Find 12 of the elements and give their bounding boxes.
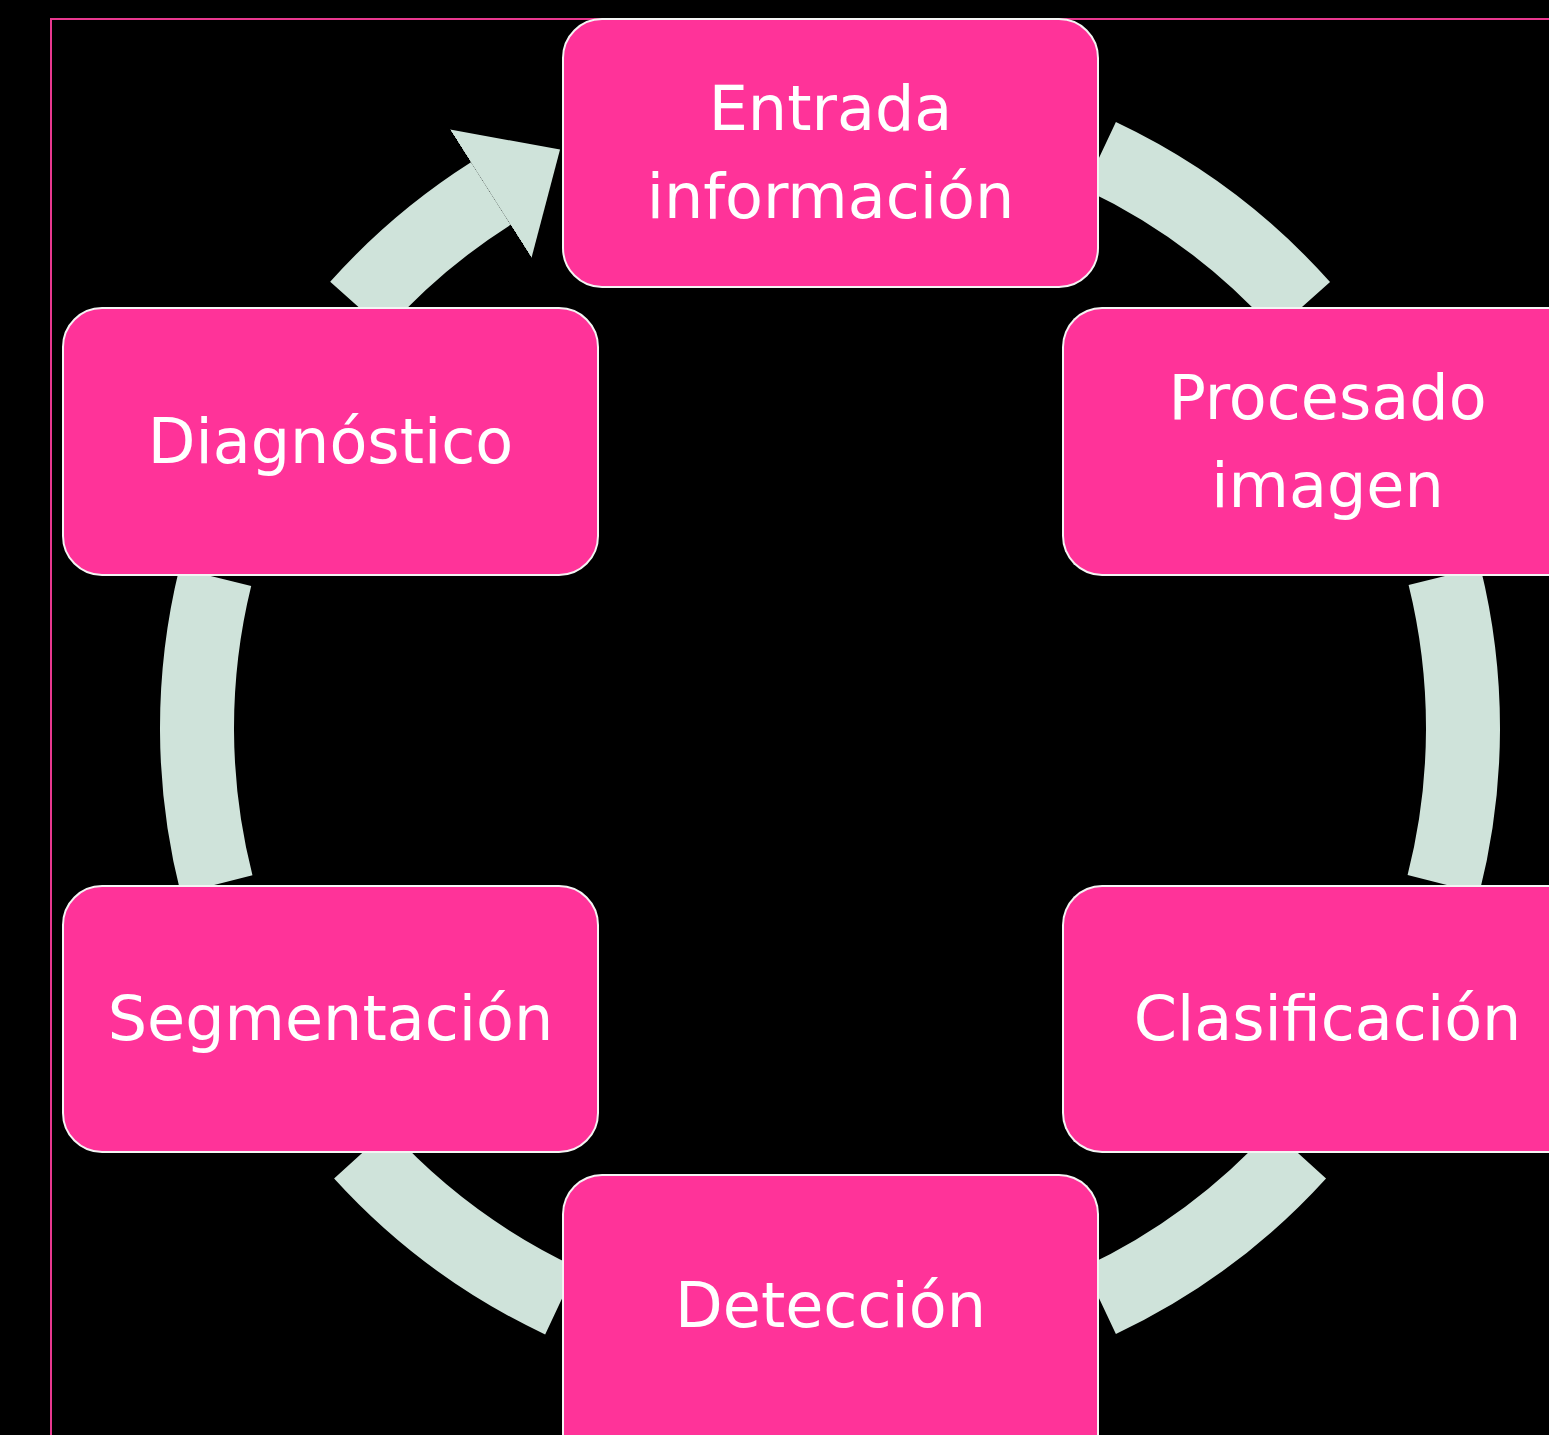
process-box bbox=[562, 18, 1099, 288]
process-box bbox=[1062, 885, 1549, 1153]
step-label: Procesado imagen bbox=[1167, 359, 1488, 524]
step-label: Clasificación bbox=[1133, 981, 1522, 1057]
process-box bbox=[562, 1174, 1099, 1435]
step-label: Entrada información bbox=[645, 71, 1016, 235]
step-label: Segmentación bbox=[107, 981, 554, 1057]
process-box bbox=[62, 307, 599, 576]
step-label: Detección bbox=[675, 1267, 986, 1344]
process-box bbox=[62, 885, 599, 1153]
process-box bbox=[1062, 307, 1549, 576]
step-label: Diagnóstico bbox=[147, 403, 514, 480]
